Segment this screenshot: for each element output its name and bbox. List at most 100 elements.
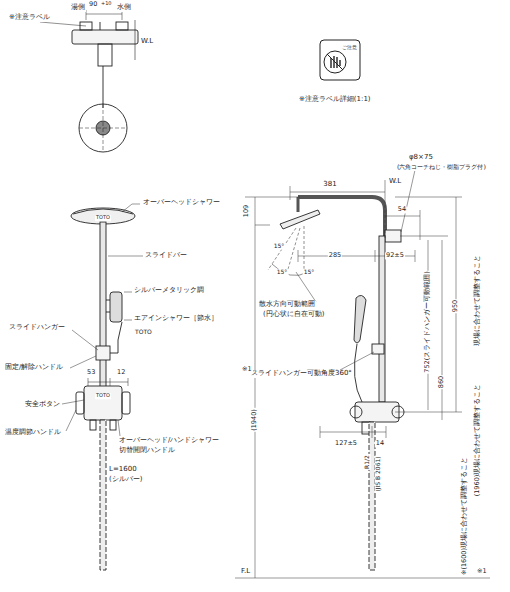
dimension-lines-stroke bbox=[245, 197, 300, 578]
plan-view-stroke bbox=[86, 14, 122, 15]
drawing-label: ※(1600)現場に合わせて調整すること bbox=[461, 456, 468, 576]
drawing-label: +10 bbox=[100, 1, 113, 7]
drawing-label: W.L bbox=[388, 178, 402, 186]
side-view-stroke bbox=[110, 292, 122, 322]
dimension-lines-stroke bbox=[385, 200, 386, 240]
side-view-stroke bbox=[110, 420, 116, 430]
drawing-label: 15° bbox=[276, 269, 289, 276]
drawing-label: (JIS B 2061) bbox=[375, 455, 382, 492]
side-view-stroke bbox=[84, 386, 122, 420]
drawing-label: TOTO bbox=[95, 215, 111, 221]
drawing-label: L=1600 bbox=[108, 466, 138, 474]
plan-view-stroke bbox=[79, 104, 127, 152]
side-view-stroke bbox=[100, 420, 106, 570]
side-view-stroke bbox=[122, 392, 130, 414]
dimension-lines bbox=[235, 170, 490, 578]
side-view bbox=[71, 208, 135, 570]
dimension-lines-stroke bbox=[320, 426, 386, 438]
caution-icon bbox=[320, 40, 360, 80]
front-view bbox=[268, 197, 404, 570]
side-view-stroke bbox=[88, 378, 128, 386]
plan-view-stroke bbox=[98, 44, 112, 66]
drawing-label: オーバーヘッドシャワー bbox=[142, 199, 221, 207]
drawing-label: (六角コーチねじ・樹脂プラグ付) bbox=[396, 164, 487, 171]
side-leaders bbox=[62, 204, 143, 436]
drawing-label: オーバーヘッド/ハンドシャワー bbox=[118, 437, 220, 445]
drawing-label: 14 bbox=[375, 440, 385, 447]
plan-view-stroke bbox=[135, 20, 136, 60]
drawing-label: シルバーメタリック調 bbox=[133, 287, 205, 295]
drawing-label: R1/2 bbox=[364, 454, 371, 470]
caution-icon-stroke bbox=[327, 54, 343, 70]
plan-view-stroke bbox=[100, 22, 101, 30]
front-view-stroke bbox=[372, 344, 384, 354]
side-leaders-stroke bbox=[70, 356, 96, 368]
drawing-label: ※注意ラベル bbox=[8, 14, 51, 22]
drawing-label: 温度調節ハンドル bbox=[4, 429, 62, 437]
side-leaders-stroke bbox=[124, 320, 132, 321]
side-leaders-stroke bbox=[108, 256, 143, 257]
dimension-lines-stroke bbox=[401, 170, 415, 232]
drawing-label: 切替開閉ハンドル bbox=[118, 447, 176, 455]
dimension-lines-stroke bbox=[340, 352, 374, 370]
drawing-label: 752(スライドハンガー可動範囲) bbox=[424, 270, 431, 373]
front-view-stroke bbox=[297, 197, 300, 212]
side-leaders-stroke bbox=[66, 410, 76, 431]
drawing-label: 92±5 bbox=[385, 252, 405, 259]
side-view-stroke bbox=[73, 209, 133, 214]
dimension-lines-stroke bbox=[395, 197, 462, 420]
drawing-label: ※注意ラベル詳細(1:1) bbox=[298, 96, 372, 104]
drawing-label: 54 bbox=[397, 206, 407, 213]
drawing-label: 53 bbox=[86, 369, 96, 376]
front-view-stroke bbox=[280, 210, 320, 229]
drawing-label: 127±5 bbox=[334, 440, 358, 447]
plan-view-stroke bbox=[72, 30, 138, 44]
side-view-stroke bbox=[106, 300, 110, 312]
dimension-lines-stroke bbox=[296, 272, 316, 302]
drawing-label: 12 bbox=[116, 369, 126, 376]
drawing-label: 散水方向可動範囲 bbox=[258, 301, 316, 309]
drawing-label: ※1 bbox=[476, 568, 488, 575]
plan-view-stroke bbox=[103, 66, 104, 108]
drawing-label: スライドハンガー可動角度360° bbox=[250, 370, 353, 378]
dimension-lines-stroke bbox=[290, 180, 385, 200]
drawing-label: F.L bbox=[240, 568, 251, 576]
drawing-label: 285 bbox=[328, 252, 342, 259]
caution-icon-stroke bbox=[331, 56, 340, 68]
side-view-stroke bbox=[100, 222, 106, 388]
caution-icon-stroke bbox=[320, 40, 360, 80]
side-view-stroke bbox=[110, 322, 122, 353]
drawing-label: 現場に合わせて調整すること bbox=[474, 254, 481, 347]
drawing-label: 109 bbox=[243, 204, 250, 218]
side-leaders-stroke bbox=[124, 292, 132, 293]
front-view-stroke bbox=[350, 406, 362, 418]
drawing-label: 860 bbox=[438, 375, 445, 389]
side-leaders-stroke bbox=[62, 400, 84, 404]
front-view-stroke bbox=[354, 344, 362, 402]
side-leaders-stroke bbox=[72, 330, 98, 350]
drawing-label: 安全ボタン bbox=[24, 401, 61, 409]
drawing-label: φ8×75 bbox=[408, 154, 434, 162]
drawing-label: 水側 bbox=[116, 4, 132, 12]
dimension-lines-stroke bbox=[298, 250, 415, 262]
plan-view-stroke bbox=[79, 128, 127, 129]
side-leaders-stroke bbox=[122, 204, 140, 212]
drawing-label: スライドハンガー bbox=[8, 324, 66, 332]
drawing-label: 950 bbox=[452, 299, 459, 313]
side-view-stroke bbox=[96, 346, 110, 360]
front-view-stroke bbox=[354, 295, 366, 343]
drawing-label: エアインシャワー［節水］ bbox=[133, 315, 219, 323]
plan-view bbox=[40, 10, 138, 152]
side-leaders-stroke bbox=[118, 420, 120, 436]
drawing-label: 15° bbox=[303, 269, 316, 276]
drawing-label: 15° bbox=[273, 243, 286, 250]
drawing-label: (1960)現場に合わせて調整すること bbox=[474, 383, 481, 498]
side-view-stroke bbox=[76, 392, 84, 414]
drawing-label: 90 bbox=[88, 1, 98, 8]
drawing-label: 湯側 bbox=[70, 4, 86, 12]
plan-view-stroke bbox=[116, 22, 128, 30]
drawing-label: W.L bbox=[140, 38, 154, 46]
drawing-label: スライドバー bbox=[144, 252, 188, 260]
side-view-stroke bbox=[90, 420, 96, 430]
